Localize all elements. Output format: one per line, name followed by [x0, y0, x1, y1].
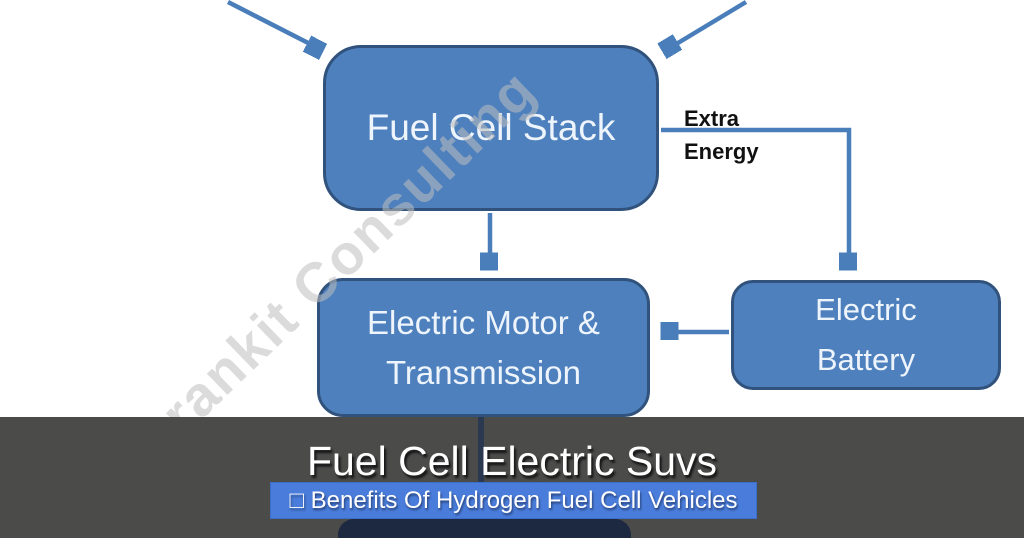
connector-motor-to-bottom-node [478, 417, 484, 521]
caption-overlay: Fuel Cell Electric Suvs □ Benefits Of Hy… [0, 417, 1024, 538]
node-electric-battery-label: Electric Battery [815, 292, 917, 377]
node-electric-battery: Electric Battery [731, 280, 1001, 390]
subtitle-banner: □ Benefits Of Hydrogen Fuel Cell Vehicle… [270, 482, 757, 519]
node-electric-motor: Electric Motor & Transmission [317, 278, 650, 417]
arrow-inflow-right [668, 0, 748, 49]
node-electric-motor-label: Electric Motor & Transmission [367, 303, 600, 391]
node-fuel-cell-stack: Fuel Cell Stack [323, 45, 659, 211]
extra-energy-label: Extra Energy [684, 106, 759, 164]
node-bottom-partial [338, 519, 631, 538]
arrow-extra-energy-to-battery [661, 127, 849, 264]
arrow-inflow-left [226, 0, 318, 48]
video-title: Fuel Cell Electric Suvs [306, 438, 718, 484]
node-fuel-cell-stack-label: Fuel Cell Stack [366, 107, 616, 148]
